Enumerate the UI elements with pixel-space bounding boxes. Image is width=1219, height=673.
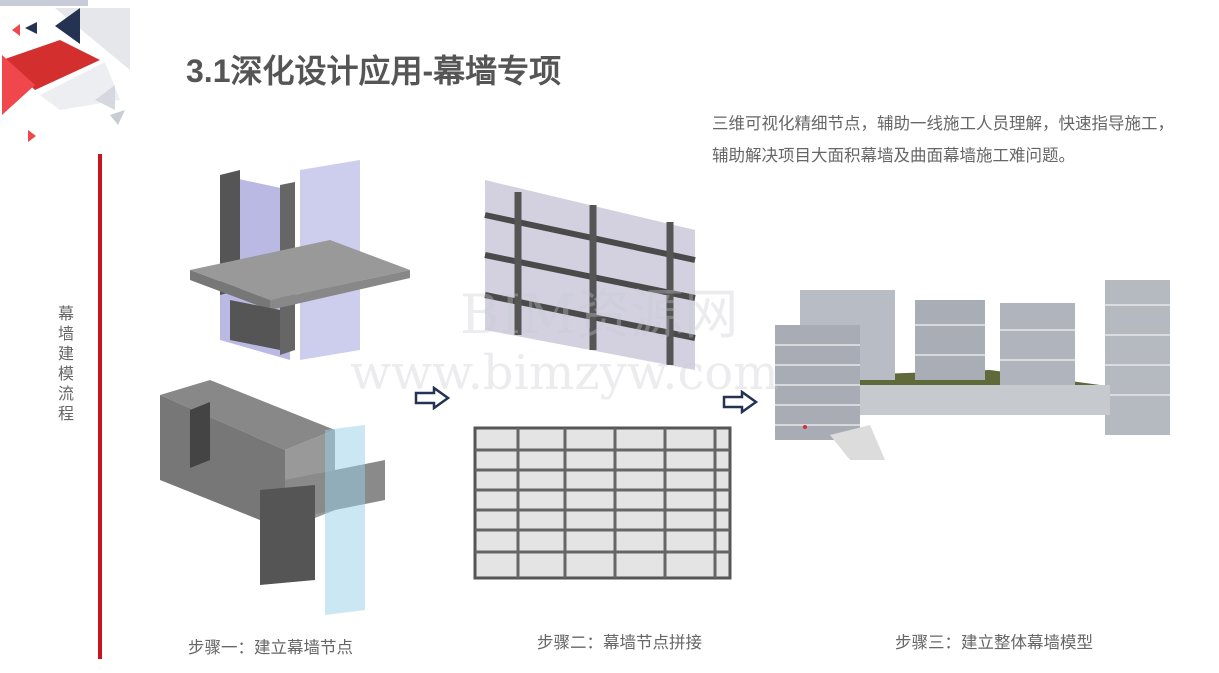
arrow-right-icon	[722, 390, 758, 414]
building-model-image	[775, 280, 1170, 460]
arrow-right-icon	[414, 386, 450, 410]
decorative-triangles-logo	[2, 8, 130, 142]
step-one-label: 步骤一：建立幕墙节点	[188, 638, 353, 657]
step-two-label: 步骤二：幕墙节点拼接	[537, 633, 702, 652]
curtain-wall-assembly-image	[473, 180, 732, 580]
top-accent-bar	[0, 0, 88, 6]
description-line: 辅助解决项目大面积幕墙及曲面幕墙施工难问题。	[712, 146, 1075, 165]
red-divider-line	[98, 154, 102, 659]
description: 三维可视化精细节点，辅助一线施工人员理解，快速指导施工， 辅助解决项目大面积幕墙…	[712, 108, 1217, 172]
description-line: 三维可视化精细节点，辅助一线施工人员理解，快速指导施工，	[712, 114, 1174, 133]
vertical-process-label: 幕墙建模流程	[57, 304, 74, 423]
step-three-label: 步骤三：建立整体幕墙模型	[895, 633, 1093, 652]
watermark: www.bimzyw.com	[350, 345, 779, 401]
curtain-wall-node-image	[160, 160, 410, 615]
page-title: 3.1深化设计应用-幕墙专项	[186, 53, 562, 89]
watermark: BIM资源网	[460, 283, 739, 346]
